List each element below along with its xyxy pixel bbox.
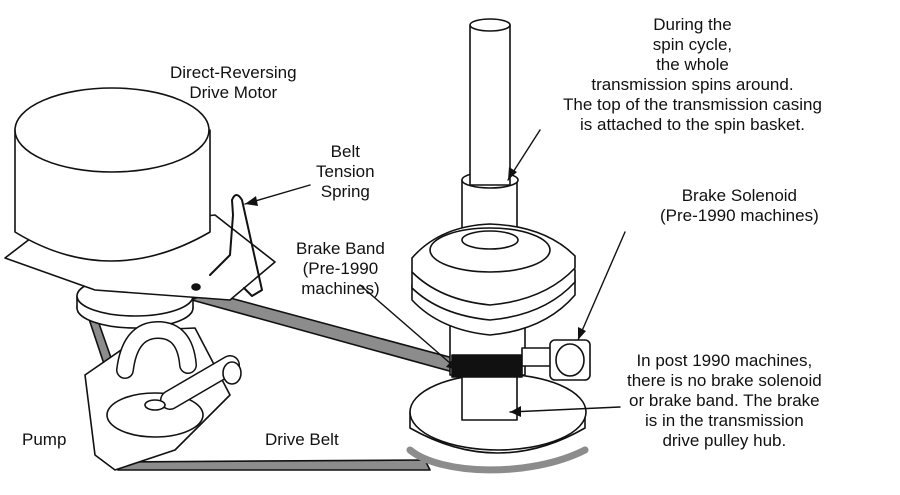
label-brake-solenoid: Brake Solenoid(Pre-1990 machines) [660, 186, 819, 225]
label-pump: Pump [22, 430, 67, 449]
plate-screw [191, 283, 201, 291]
label-drive-belt: Drive Belt [265, 430, 339, 449]
drive-motor [14, 87, 211, 262]
transmission-casing [411, 223, 576, 336]
label-post-1990: In post 1990 machines,there is no brake … [627, 351, 822, 450]
pump [84, 321, 242, 471]
leader-arrows [244, 129, 626, 413]
tension-spring [209, 194, 263, 297]
arrow-heads [245, 167, 586, 417]
transmission [449, 18, 526, 421]
brake-solenoid [521, 339, 591, 381]
